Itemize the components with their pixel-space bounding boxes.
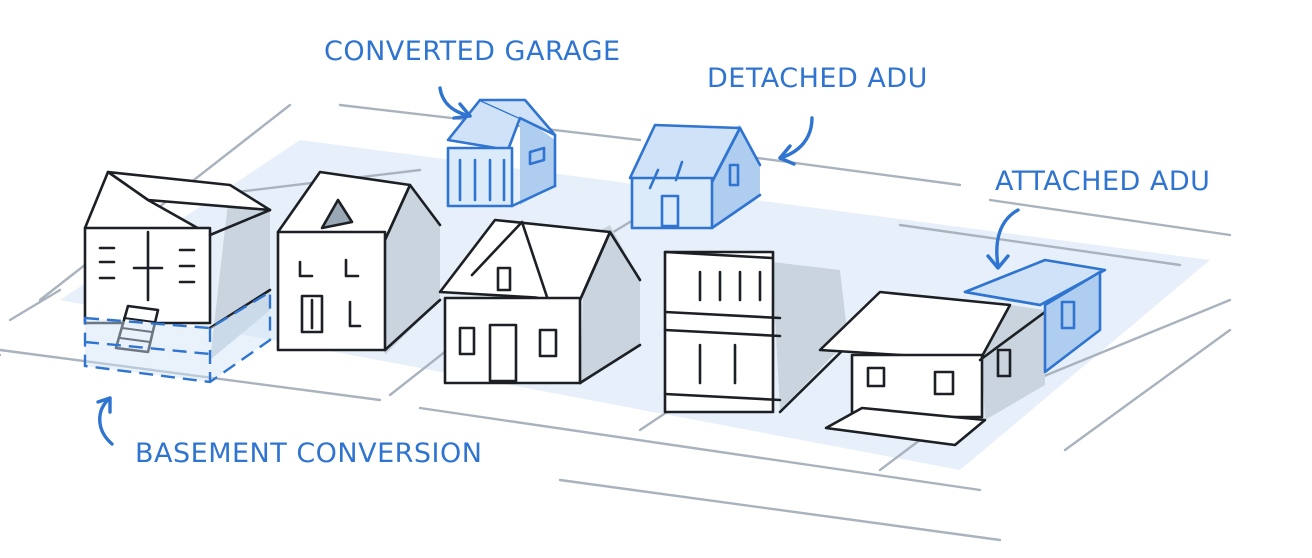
- attached-adu-building: [963, 258, 1107, 374]
- converted-garage-building: [446, 98, 557, 208]
- basement-outline: [83, 289, 272, 384]
- house-balcony: [663, 250, 848, 414]
- label-arrows: [96, 86, 1020, 446]
- label-converted-garage: CONVERTED GARAGE: [324, 36, 621, 67]
- detached-adu-building: [628, 123, 762, 230]
- house-bungalow: [818, 290, 1047, 447]
- house-gabled: [438, 218, 642, 385]
- label-detached-adu: DETACHED ADU: [707, 63, 928, 94]
- arrow-basement-conversion: [98, 396, 114, 446]
- label-basement-conversion: BASEMENT CONVERSION: [135, 438, 483, 469]
- house-two-story: [276, 170, 442, 355]
- house-basement-conversion: [83, 170, 272, 360]
- arrow-detached-adu: [778, 116, 814, 160]
- arrow-attached-adu: [995, 208, 1020, 268]
- label-attached-adu: ATTACHED ADU: [995, 166, 1211, 197]
- arrow-converted-garage: [438, 86, 472, 118]
